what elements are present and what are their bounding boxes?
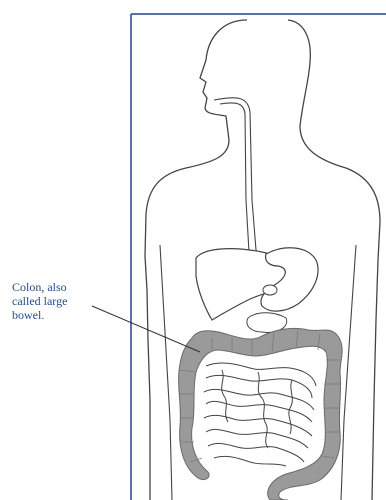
callout-leader-line — [92, 306, 200, 352]
colon-label-line-2: called large — [12, 294, 96, 308]
right-arm-line — [341, 245, 356, 500]
colon-label-line-1: Colon, also — [12, 280, 96, 294]
gallbladder — [263, 285, 277, 295]
colon-label: Colon, also called large bowel. — [12, 280, 96, 322]
left-arm-line — [160, 245, 172, 500]
colon-label-line-3: bowel. — [12, 308, 96, 322]
small-intestine — [204, 363, 316, 466]
colon — [179, 328, 343, 500]
esophagus — [214, 98, 262, 264]
